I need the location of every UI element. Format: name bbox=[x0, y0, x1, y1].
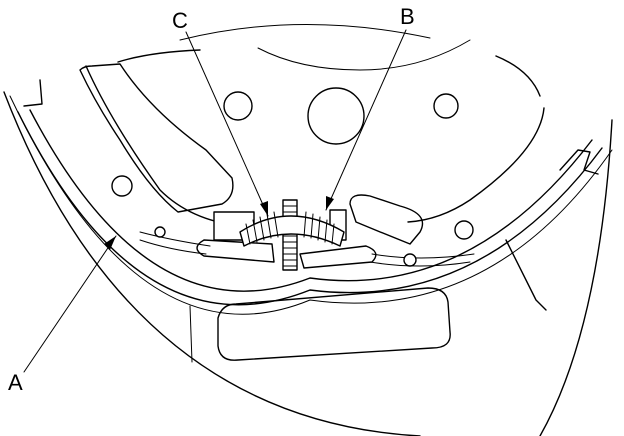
left-brake-shoe bbox=[23, 49, 241, 227]
adjuster-strut bbox=[139, 209, 475, 269]
arrowhead-a bbox=[104, 236, 116, 250]
backing-plate-holes bbox=[111, 87, 474, 240]
leader-lines bbox=[23, 29, 407, 373]
callout-label-c: C bbox=[172, 8, 188, 33]
star-wheel bbox=[282, 199, 298, 271]
callout-label-b: B bbox=[400, 4, 415, 29]
arrowhead-c bbox=[260, 201, 268, 216]
arrowhead-b bbox=[326, 196, 334, 210]
adjuster-spring bbox=[239, 211, 345, 247]
callout-label-a: A bbox=[8, 370, 23, 395]
brake-drum-rim bbox=[9, 95, 613, 315]
right-brake-shoe bbox=[349, 55, 599, 311]
